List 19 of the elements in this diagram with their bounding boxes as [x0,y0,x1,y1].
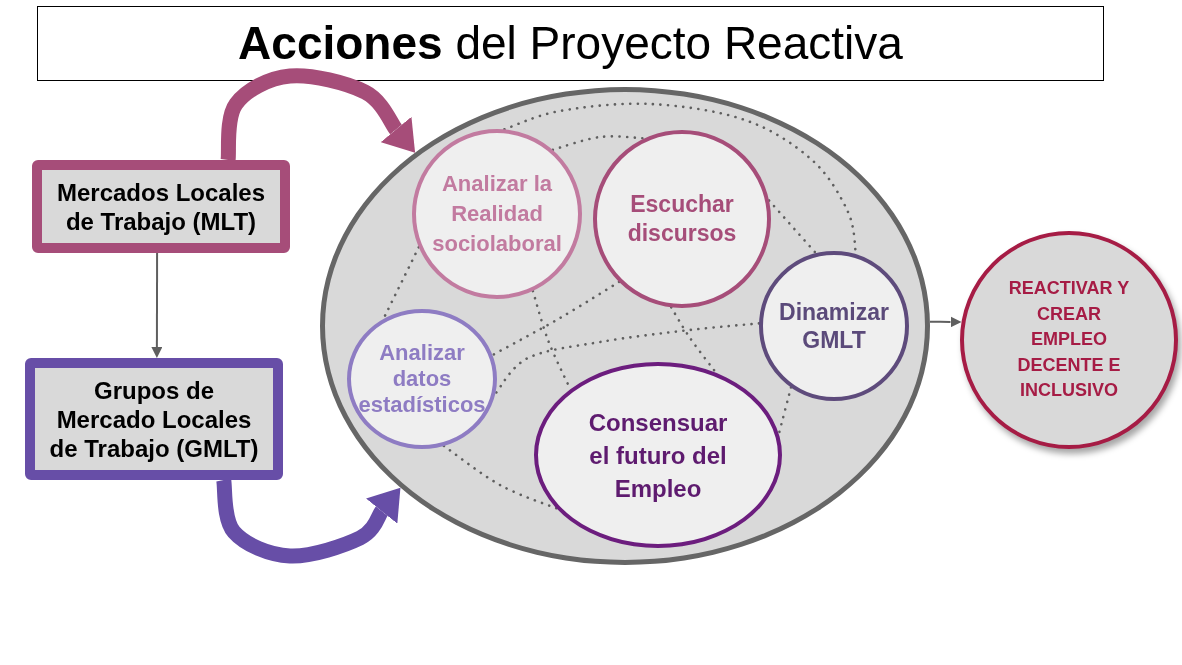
label-box [25,358,283,480]
box-label: Mercados Locales de Trabajo (MLT) [55,177,267,236]
circle-label: REACTIVAR Y CREAR EMPLEO DECENTE E INCLUSIVO [1007,277,1131,403]
arrow [929,316,962,328]
arrow [151,252,163,358]
dotted-connector [777,386,793,436]
dotted-connector [551,135,646,152]
title: Acciones del Proyecto Reactiva [37,6,1104,81]
dotted-connector [442,444,558,510]
circle-label: Analizar datos estadísticos [357,340,487,418]
ellipse-label: Consensuar el futuro del Empleo [587,407,729,504]
label-box [32,160,290,253]
dotted-connector [491,280,621,357]
dotted-connector [494,322,761,395]
circle-label: Escuchar discursos [626,190,738,248]
dotted-connector [767,199,818,255]
circle-label: Analizar la Realidad sociolaboral [431,170,563,258]
circle-label: Dinamizar GMLT [778,298,890,354]
box-label: Grupos de Mercado Locales de Trabajo (GMLT) [48,375,260,463]
